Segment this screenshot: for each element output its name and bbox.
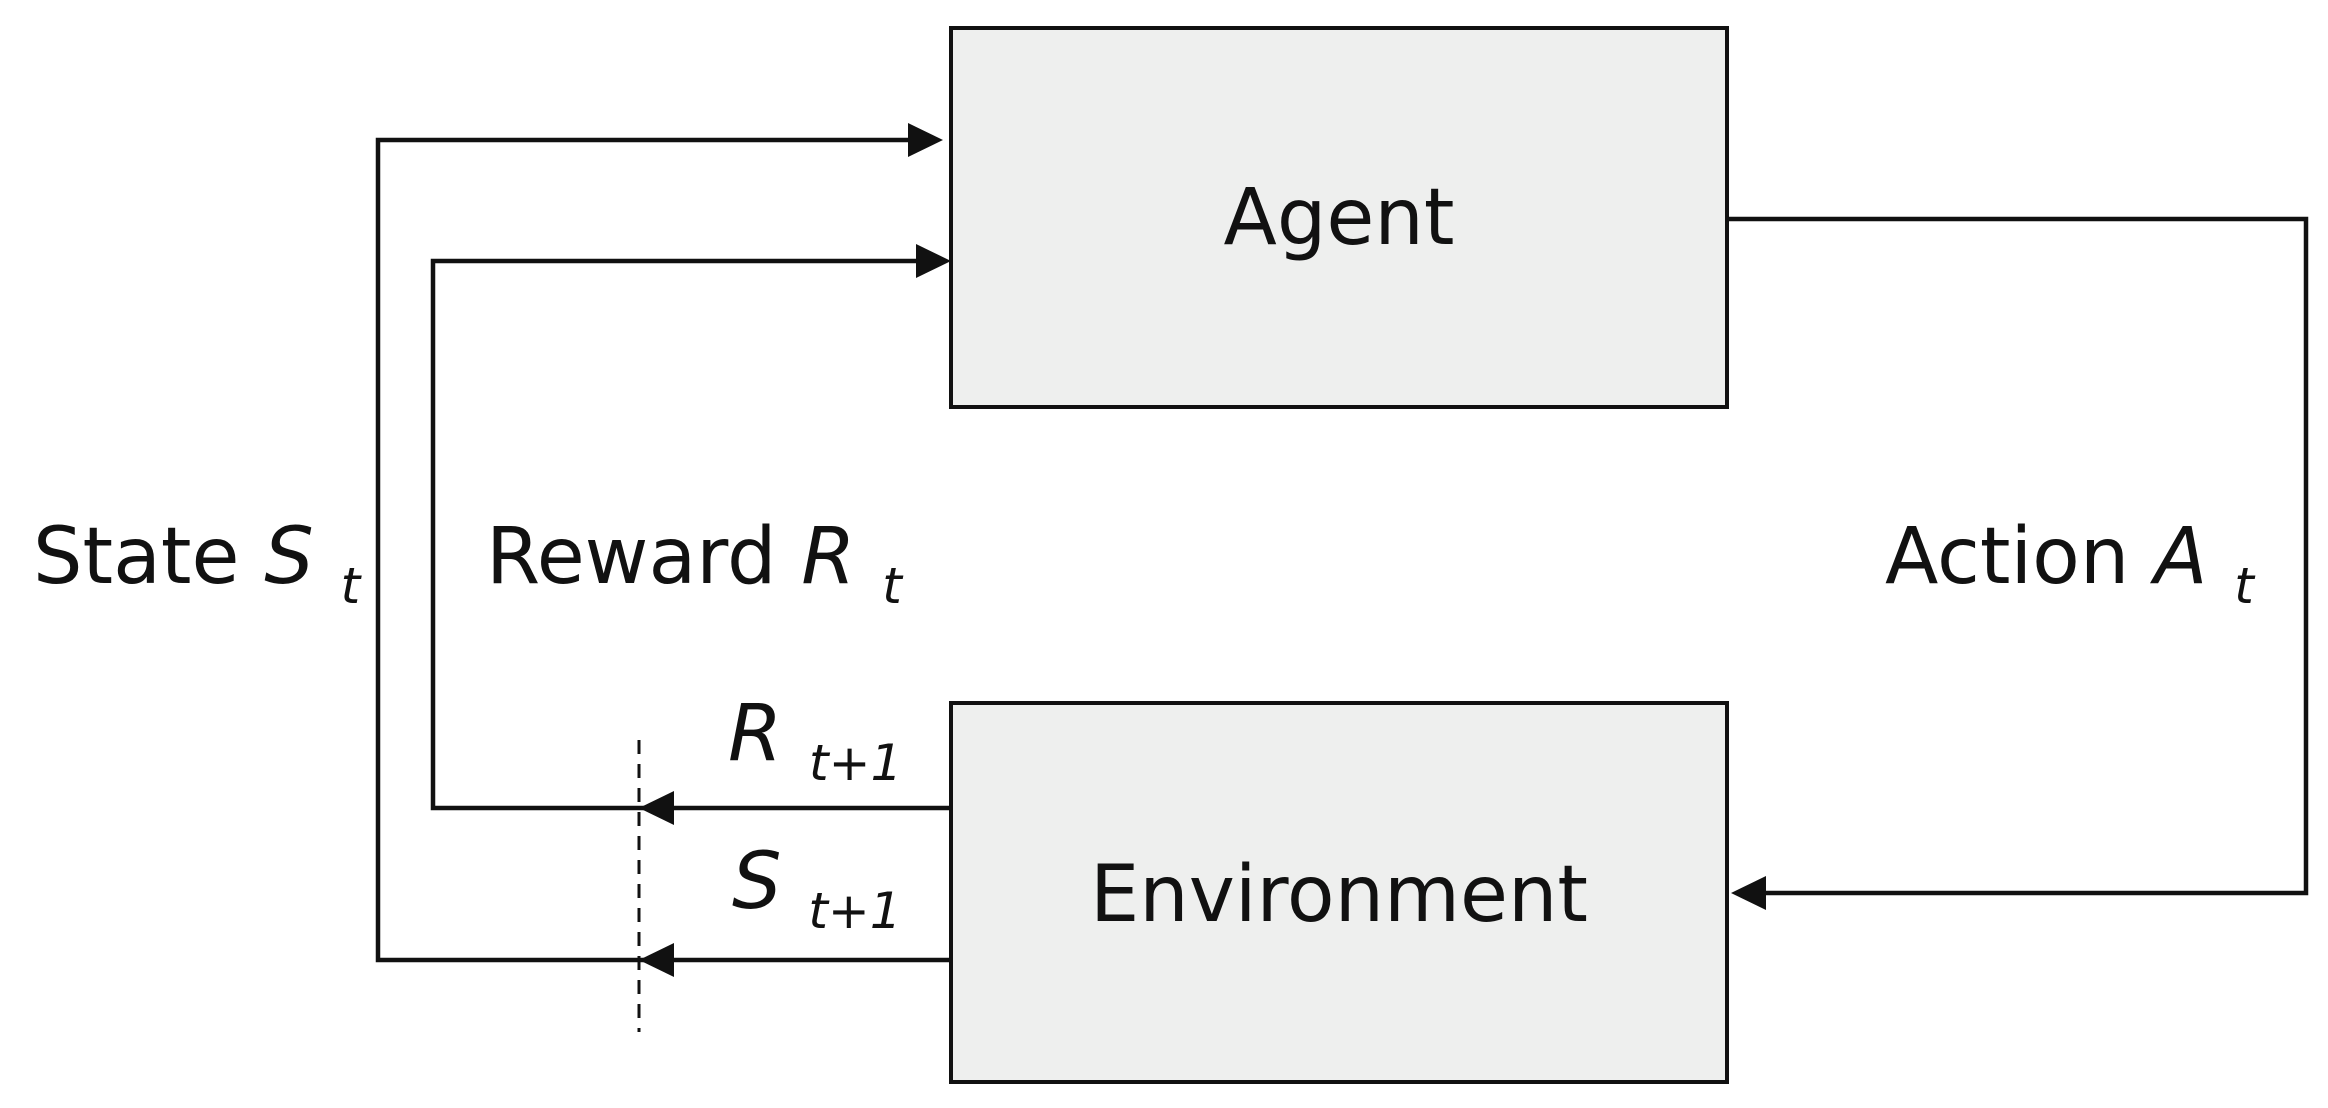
action-arrowhead [1731,876,1766,910]
state-word: State [33,512,239,602]
state-arrowhead-from-environment [639,943,674,977]
agent-label: Agent [1224,173,1455,263]
action-word: Action [1885,512,2129,602]
next-reward-subscript: t+1 [809,734,902,792]
reward-arrowhead-from-environment [639,791,674,825]
reward-subscript: t [882,557,904,615]
next-reward-label: R t+1 [728,689,902,792]
state-arrow [375,123,951,977]
agent-box: Agent [949,26,1729,409]
action-symbol: A [2149,512,2207,602]
reward-arrowhead-to-agent [916,244,951,278]
reward-label: Reward R t [486,512,904,615]
action-arrow [1727,216,2309,910]
reward-arrow [430,244,951,825]
reward-symbol: R [801,512,855,602]
next-state-symbol: S [732,837,782,927]
environment-box: Environment [949,701,1729,1084]
next-state-label: S t+1 [732,837,902,940]
state-arrowhead-to-agent [908,123,943,157]
reward-word: Reward [486,512,776,602]
action-subscript: t [2234,557,2256,615]
environment-label: Environment [1090,850,1588,940]
next-reward-symbol: R [728,689,782,779]
state-label: State S t [33,512,363,615]
next-state-subscript: t+1 [808,882,901,940]
state-symbol: S [264,512,314,602]
state-subscript: t [341,557,363,615]
action-label: Action A t [1885,512,2256,615]
